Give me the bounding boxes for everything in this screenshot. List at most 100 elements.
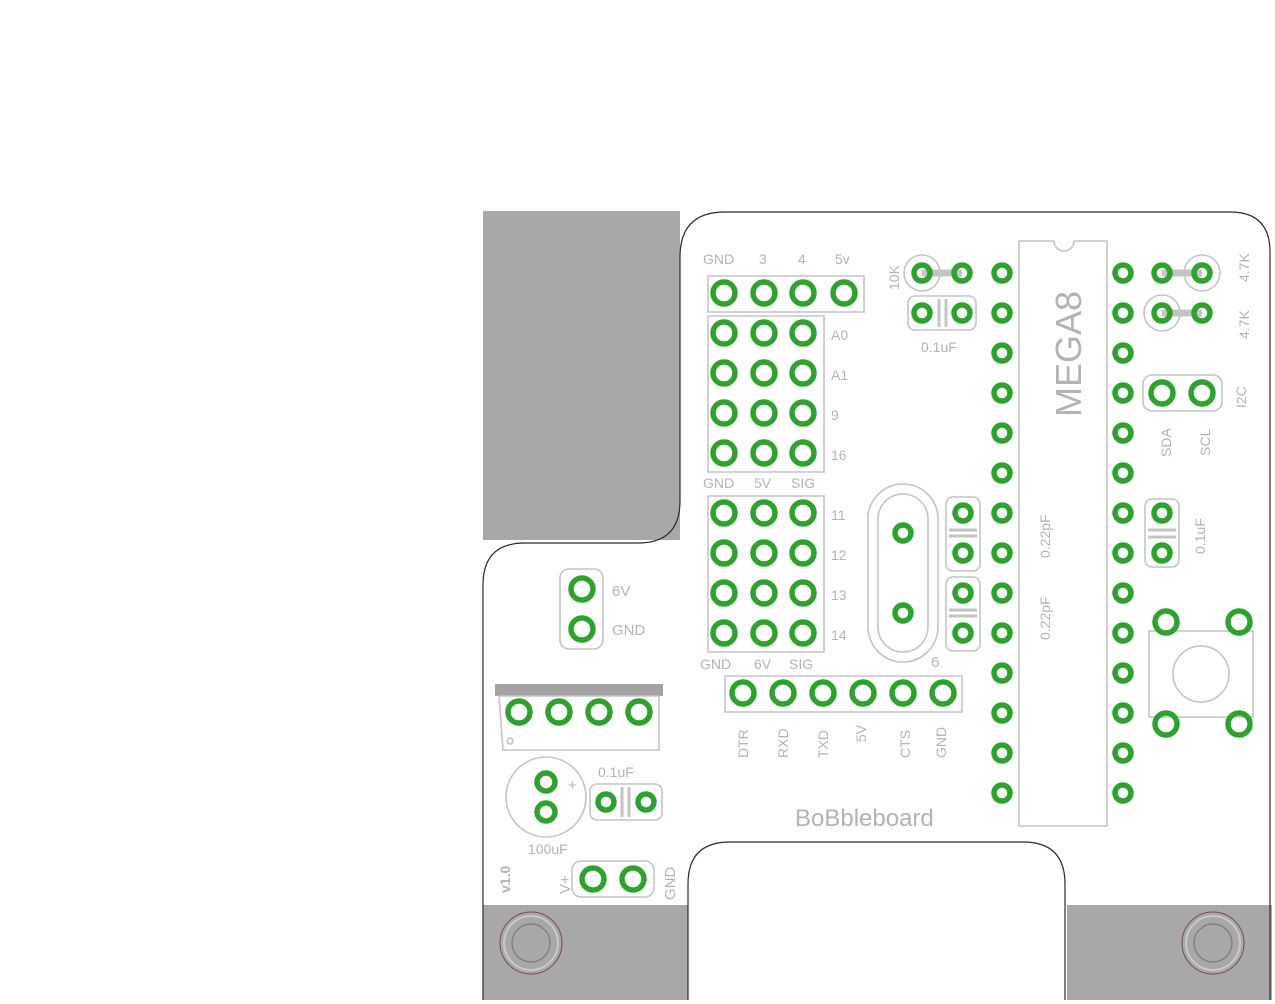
label-vplus: V+ bbox=[557, 875, 574, 894]
four-pin-connector bbox=[495, 684, 663, 751]
pad-chip bbox=[1112, 422, 1134, 444]
pad bbox=[889, 679, 917, 707]
pad bbox=[1152, 710, 1180, 738]
resistor-10k: 10K bbox=[886, 254, 962, 292]
pad bbox=[505, 698, 533, 726]
pad-chip bbox=[1112, 262, 1134, 284]
label-9: 9 bbox=[831, 407, 839, 423]
label-hdr-4: 4 bbox=[798, 251, 806, 267]
pad-chip bbox=[991, 702, 1013, 724]
keepout-top-left bbox=[483, 211, 680, 540]
pad-chip bbox=[991, 262, 1013, 284]
pads bbox=[505, 262, 1253, 893]
label-a1: A1 bbox=[831, 367, 848, 383]
label-chip: MEGA8 bbox=[1048, 291, 1089, 417]
capacitor-right: 0.1uF bbox=[1144, 498, 1208, 568]
pad bbox=[1191, 262, 1213, 284]
pad bbox=[710, 579, 738, 607]
pad bbox=[892, 602, 914, 624]
pad-chip bbox=[1112, 622, 1134, 644]
pad bbox=[750, 279, 778, 307]
pad-chip bbox=[991, 302, 1013, 324]
pad bbox=[579, 865, 607, 893]
reset-button bbox=[1148, 630, 1254, 718]
pad-chip bbox=[1112, 702, 1134, 724]
pad-chip bbox=[1112, 582, 1134, 604]
pad-chip bbox=[1112, 542, 1134, 564]
servo-header-outlines bbox=[707, 275, 963, 713]
label-cap-right: 0.1uF bbox=[1192, 518, 1208, 554]
pad bbox=[750, 499, 778, 527]
label-vgnd: GND bbox=[662, 867, 679, 901]
pad bbox=[568, 615, 596, 643]
pad bbox=[534, 800, 558, 824]
pad bbox=[951, 302, 973, 324]
capacitor-100uf: + 100uF bbox=[505, 756, 587, 857]
pad bbox=[1151, 302, 1173, 324]
pad-chip bbox=[1112, 782, 1134, 804]
pad-chip bbox=[1112, 502, 1134, 524]
label-rxd: RXD bbox=[775, 728, 791, 758]
label-6v-bot: 6V bbox=[754, 656, 772, 672]
label-pwr-gnd: GND bbox=[612, 622, 646, 639]
pad bbox=[750, 439, 778, 467]
label-plus: + bbox=[568, 777, 577, 794]
pad bbox=[952, 582, 974, 604]
label-a0: A0 bbox=[831, 327, 848, 343]
pad bbox=[1225, 608, 1253, 636]
pad bbox=[625, 698, 653, 726]
pad bbox=[1225, 710, 1253, 738]
vplus-header: V+ GND v1.0 bbox=[497, 860, 679, 901]
pad bbox=[789, 399, 817, 427]
pad bbox=[911, 262, 933, 284]
pad bbox=[595, 791, 617, 813]
label-sig-mid: SIG bbox=[791, 475, 815, 491]
label-11: 11 bbox=[831, 507, 846, 523]
pad bbox=[1152, 608, 1180, 636]
keepout-areas bbox=[483, 211, 1272, 1000]
label-4-7k-a: 4.7K bbox=[1236, 253, 1252, 282]
board-name: BoBbleboard bbox=[795, 805, 934, 832]
pad-chip bbox=[991, 542, 1013, 564]
pad bbox=[789, 619, 817, 647]
pad bbox=[1191, 302, 1213, 324]
pad bbox=[545, 698, 573, 726]
label-ftdi-gnd: GND bbox=[933, 727, 949, 758]
pad bbox=[789, 539, 817, 567]
pad bbox=[729, 679, 757, 707]
label-gnd-mid: GND bbox=[703, 475, 734, 491]
pad bbox=[619, 865, 647, 893]
pad bbox=[750, 579, 778, 607]
pad bbox=[710, 359, 738, 387]
pad bbox=[952, 502, 974, 524]
label-i2c: I2C bbox=[1233, 386, 1249, 408]
label-scl: SCL bbox=[1197, 429, 1213, 456]
label-cts: CTS bbox=[897, 730, 913, 758]
pad bbox=[789, 359, 817, 387]
keepout-bottom-right bbox=[1067, 905, 1272, 1000]
pad bbox=[710, 439, 738, 467]
capacitor-22pf-a: 0.22pF bbox=[945, 496, 1053, 572]
pad bbox=[710, 619, 738, 647]
pad bbox=[809, 679, 837, 707]
pad-chip bbox=[991, 742, 1013, 764]
label-ftdi-5v: 5V bbox=[853, 724, 869, 742]
pad-chip bbox=[991, 422, 1013, 444]
label-12: 12 bbox=[831, 547, 847, 563]
mounting-hole-left bbox=[499, 911, 563, 975]
label-4-7k-b: 4.7K bbox=[1236, 310, 1252, 339]
pad bbox=[710, 539, 738, 567]
pad bbox=[585, 698, 613, 726]
label-hdr-3: 3 bbox=[759, 251, 767, 267]
pad bbox=[568, 575, 596, 603]
pad bbox=[750, 399, 778, 427]
servo-header-labels: GND 3 4 5v A0 A1 9 16 GND 5V SIG 11 12 1… bbox=[700, 251, 850, 672]
label-dtr: DTR bbox=[735, 729, 751, 758]
ftdi-labels: DTR RXD TXD 5V CTS GND bbox=[735, 724, 949, 758]
label-cap-left: 0.1uF bbox=[598, 764, 634, 780]
pad bbox=[830, 279, 858, 307]
label-crystal-mark: 6 bbox=[931, 654, 939, 671]
pad bbox=[710, 279, 738, 307]
pad bbox=[951, 262, 973, 284]
